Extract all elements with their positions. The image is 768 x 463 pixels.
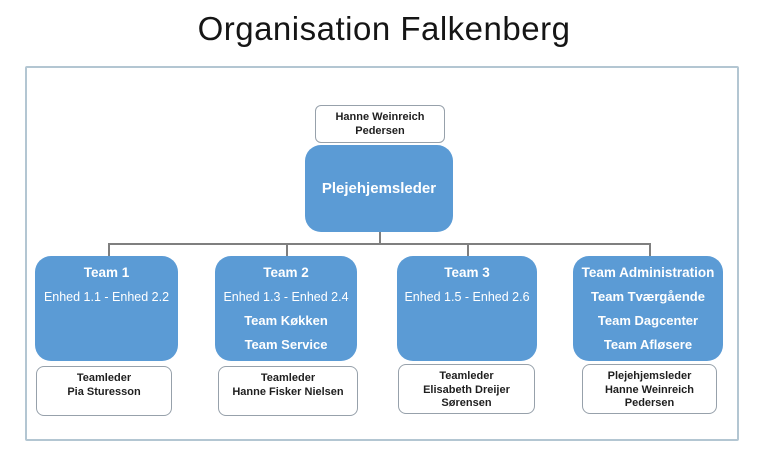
leader-name: Hanne Fisker Nielsen bbox=[232, 385, 344, 398]
team-line: Team Køkken bbox=[244, 313, 328, 328]
team-line: Enhed 1.5 - Enhed 2.6 bbox=[404, 290, 530, 304]
team-box-2: Team 2 Enhed 1.3 - Enhed 2.4 Team Køkken… bbox=[215, 256, 357, 361]
connector-drop-team1 bbox=[108, 243, 110, 257]
team-name: Team 2 bbox=[263, 265, 309, 280]
root-role-box: Plejehjemsleder bbox=[305, 145, 453, 232]
leader-name: Elisabeth Dreijer Sørensen bbox=[423, 383, 510, 410]
team-line: Team Tværgående bbox=[591, 289, 705, 304]
leader-title: Plejehjemsleder bbox=[607, 370, 692, 382]
leader-box-1: Teamleder Pia Sturesson bbox=[36, 366, 172, 416]
connector-drop-team3 bbox=[467, 243, 469, 257]
root-role-label: Plejehjemsleder bbox=[321, 180, 437, 197]
leader-box-4: Plejehjemsleder Hanne Weinreich Pedersen bbox=[582, 364, 717, 414]
leader-name: Pia Sturesson bbox=[67, 385, 141, 398]
leader-name: Hanne Weinreich Pedersen bbox=[604, 383, 695, 410]
top-manager-box: Hanne Weinreich Pedersen bbox=[315, 105, 445, 143]
leader-box-3: Teamleder Elisabeth Dreijer Sørensen bbox=[398, 364, 535, 414]
top-manager-name: Hanne Weinreich Pedersen bbox=[335, 111, 425, 137]
connector-stem bbox=[379, 232, 381, 243]
team-name: Team 1 bbox=[83, 265, 130, 280]
leader-title: Teamleder bbox=[439, 370, 494, 382]
leader-title: Teamleder bbox=[260, 372, 316, 384]
team-box-3: Team 3 Enhed 1.5 - Enhed 2.6 bbox=[397, 256, 537, 361]
team-line: Team Service bbox=[244, 337, 328, 352]
team-name: Team 3 bbox=[444, 265, 490, 280]
connector-drop-team4 bbox=[649, 243, 651, 257]
team-line: Enhed 1.3 - Enhed 2.4 bbox=[223, 290, 349, 304]
page-title: Organisation Falkenberg bbox=[197, 10, 571, 47]
connector-drop-team2 bbox=[286, 243, 288, 257]
team-box-1: Team 1 Enhed 1.1 - Enhed 2.2 bbox=[35, 256, 178, 361]
team-line: Enhed 1.1 - Enhed 2.2 bbox=[43, 290, 170, 304]
leader-title: Teamleder bbox=[76, 372, 132, 384]
team-line: Team Dagcenter bbox=[597, 313, 699, 328]
leader-box-2: Teamleder Hanne Fisker Nielsen bbox=[218, 366, 358, 416]
team-name: Team Administration bbox=[581, 265, 715, 280]
team-line: Team Afløsere bbox=[603, 337, 693, 352]
team-box-4: Team Administration Team Tværgående Team… bbox=[573, 256, 723, 361]
connector-horizontal bbox=[108, 243, 650, 245]
